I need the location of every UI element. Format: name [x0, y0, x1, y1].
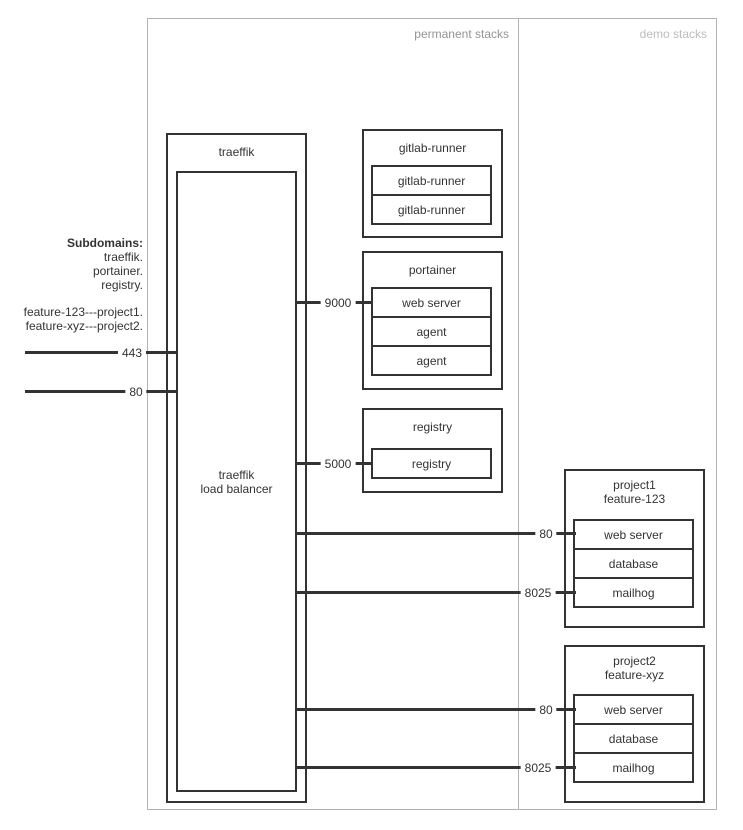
stack-gitlab-runner-containers: gitlab-runner gitlab-runner	[371, 165, 492, 225]
stack-project1-branch: feature-123	[603, 492, 666, 506]
port-label-443: 443	[117, 345, 147, 360]
container-portainer-agent-1: agent	[371, 316, 492, 347]
container-project2-database: database	[573, 723, 694, 754]
container-project1-web-server: web server	[573, 519, 694, 550]
region-demo-label: demo stacks	[639, 27, 707, 41]
stack-project1: project1 feature-123 web server database…	[564, 469, 705, 628]
container-portainer-web-server: web server	[371, 287, 492, 318]
port-label-project1-80: 80	[535, 526, 557, 541]
subdomain-feature-123: feature-123---project1.	[23, 305, 143, 319]
connector-portainer-9000: 9000	[295, 295, 373, 310]
port-label-9000: 9000	[320, 295, 356, 310]
subdomain-traeffik: traeffik.	[103, 250, 143, 264]
container-gitlab-runner-2: gitlab-runner	[371, 194, 492, 225]
region-permanent-label: permanent stacks	[414, 27, 509, 41]
stack-project1-name: project1	[613, 478, 656, 492]
stack-project2-title: project2 feature-xyz	[566, 647, 703, 682]
container-registry: registry	[371, 448, 492, 479]
subdomain-portainer: portainer.	[92, 264, 143, 278]
connector-registry-5000: 5000	[295, 456, 373, 471]
container-project1-database: database	[573, 548, 694, 579]
stack-gitlab-runner-title: gitlab-runner	[398, 141, 467, 155]
stack-gitlab-runner: gitlab-runner gitlab-runner gitlab-runne…	[362, 129, 503, 238]
stack-portainer: portainer web server agent agent	[362, 251, 503, 390]
stack-project2-branch: feature-xyz	[604, 668, 665, 682]
traefik-load-balancer-box: traeffik load balancer	[176, 171, 297, 792]
connector-http-80: 80	[25, 384, 176, 399]
container-project1-mailhog: mailhog	[573, 577, 694, 608]
container-gitlab-runner-1: gitlab-runner	[371, 165, 492, 196]
port-label-5000: 5000	[320, 456, 356, 471]
stack-project1-title: project1 feature-123	[566, 471, 703, 506]
subdomains-heading: Subdomains:	[66, 236, 143, 250]
port-label-80: 80	[125, 384, 147, 399]
subdomain-feature-xyz: feature-xyz---project2.	[25, 319, 143, 333]
port-label-project2-8025: 8025	[520, 760, 556, 775]
stack-registry-containers: registry	[371, 448, 492, 479]
subdomain-registry: registry.	[101, 278, 143, 292]
traefik-stack-title: traeffik	[218, 145, 255, 159]
stack-project2-containers: web server database mailhog	[573, 694, 694, 783]
port-label-project1-8025: 8025	[520, 585, 556, 600]
connector-project2-8025: 8025	[295, 760, 576, 775]
container-project2-web-server: web server	[573, 694, 694, 725]
stack-registry: registry registry	[362, 408, 503, 493]
stack-registry-title: registry	[412, 420, 453, 434]
container-portainer-agent-2: agent	[371, 345, 492, 376]
connector-project2-80: 80	[295, 702, 576, 717]
stack-portainer-title: portainer	[408, 263, 457, 277]
stack-portainer-containers: web server agent agent	[371, 287, 492, 376]
traefik-container-label-line2: load balancer	[200, 481, 273, 496]
connector-project1-80: 80	[295, 526, 576, 541]
subdomains-block: Subdomains: traeffik. portainer. registr…	[24, 236, 143, 333]
traefik-container-label-line1: traeffik	[218, 467, 255, 482]
stack-project1-containers: web server database mailhog	[573, 519, 694, 608]
connector-https-443: 443	[25, 345, 176, 360]
port-label-project2-80: 80	[535, 702, 557, 717]
subdomains-spacer	[24, 292, 143, 305]
connector-project1-8025: 8025	[295, 585, 576, 600]
stack-project2-name: project2	[613, 654, 656, 668]
container-project2-mailhog: mailhog	[573, 752, 694, 783]
stack-project2: project2 feature-xyz web server database…	[564, 645, 705, 803]
